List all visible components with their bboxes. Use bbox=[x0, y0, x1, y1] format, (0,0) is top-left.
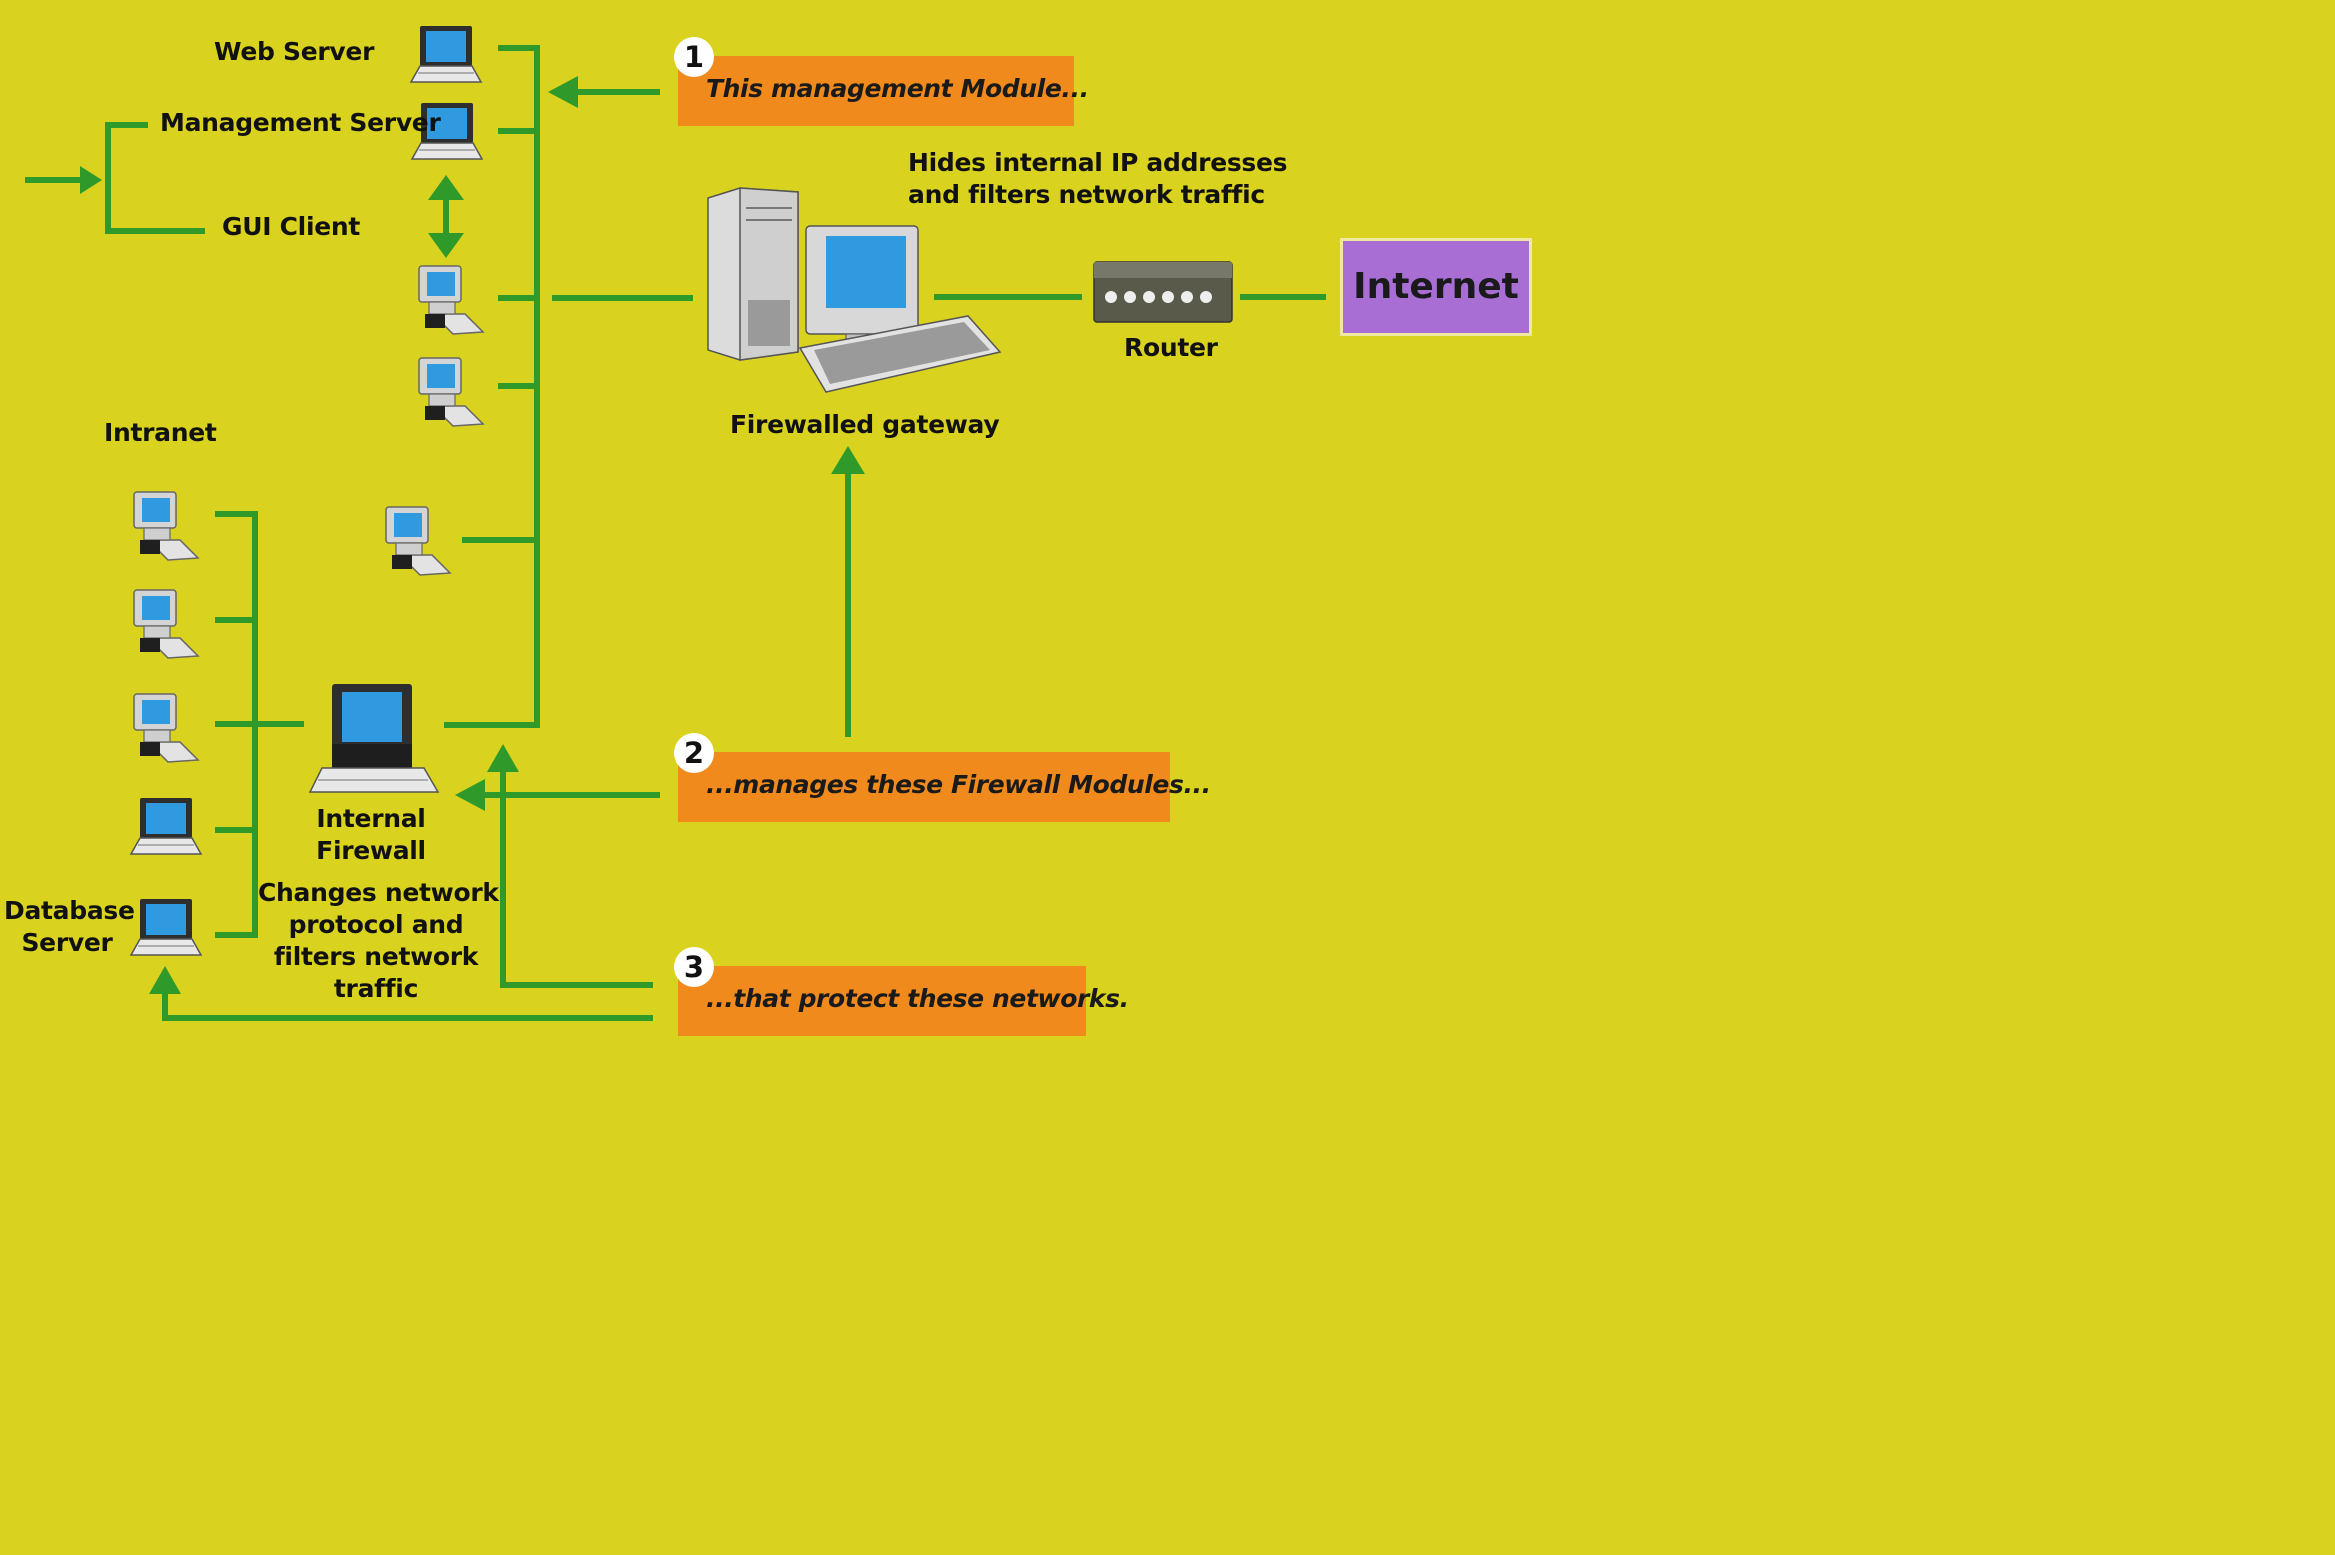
label-internal-firewall: Internal Firewall bbox=[316, 804, 426, 865]
desktop-computer-icon bbox=[133, 589, 199, 659]
callout-1-text: This management Module... bbox=[706, 74, 1089, 103]
callout-2-text: ...manages these Firewall Modules... bbox=[706, 770, 1211, 799]
network-diagram: Web Server Management Server GUI Client … bbox=[0, 0, 1568, 1044]
desktop-computer-icon bbox=[133, 491, 199, 561]
callout-3: ...that protect these networks. bbox=[678, 966, 1129, 1036]
laptop-icon-internal-firewall bbox=[308, 684, 440, 793]
desktop-computer-icon bbox=[385, 506, 451, 576]
gateway-description: Hides internal IP addresses and filters … bbox=[908, 148, 1288, 209]
laptop-icon-database-server bbox=[130, 898, 202, 956]
step-badge-1: 1 bbox=[674, 37, 714, 77]
desktop-computer-icon bbox=[133, 693, 199, 763]
step-badge-3: 3 bbox=[674, 947, 714, 987]
step-badge-2: 2 bbox=[674, 733, 714, 773]
label-gui-client: GUI Client bbox=[222, 212, 361, 241]
diagram-canvas bbox=[25, 25, 1326, 1021]
callout-1: This management Module... bbox=[678, 56, 1089, 126]
label-database-server: Database Server bbox=[4, 896, 135, 957]
label-management-server: Management Server bbox=[160, 108, 441, 137]
router-icon bbox=[1093, 261, 1233, 323]
label-firewalled-gateway: Firewalled gateway bbox=[730, 410, 1000, 439]
callout-3-text: ...that protect these networks. bbox=[706, 984, 1129, 1013]
internet-node: Internet bbox=[1340, 238, 1532, 336]
laptop-icon-web-server bbox=[410, 25, 482, 83]
desktop-computer-icon bbox=[418, 357, 484, 427]
label-intranet: Intranet bbox=[104, 418, 217, 447]
internal-firewall-description: Changes network protocol and filters net… bbox=[258, 878, 499, 1003]
callout-2: ...manages these Firewall Modules... bbox=[678, 752, 1211, 822]
laptop-icon bbox=[130, 797, 202, 855]
gateway-workstation-icon bbox=[707, 187, 1002, 393]
label-internet: Internet bbox=[1353, 266, 1519, 307]
desktop-computer-icon bbox=[418, 265, 484, 335]
label-router: Router bbox=[1124, 333, 1218, 362]
label-web-server: Web Server bbox=[214, 37, 375, 66]
